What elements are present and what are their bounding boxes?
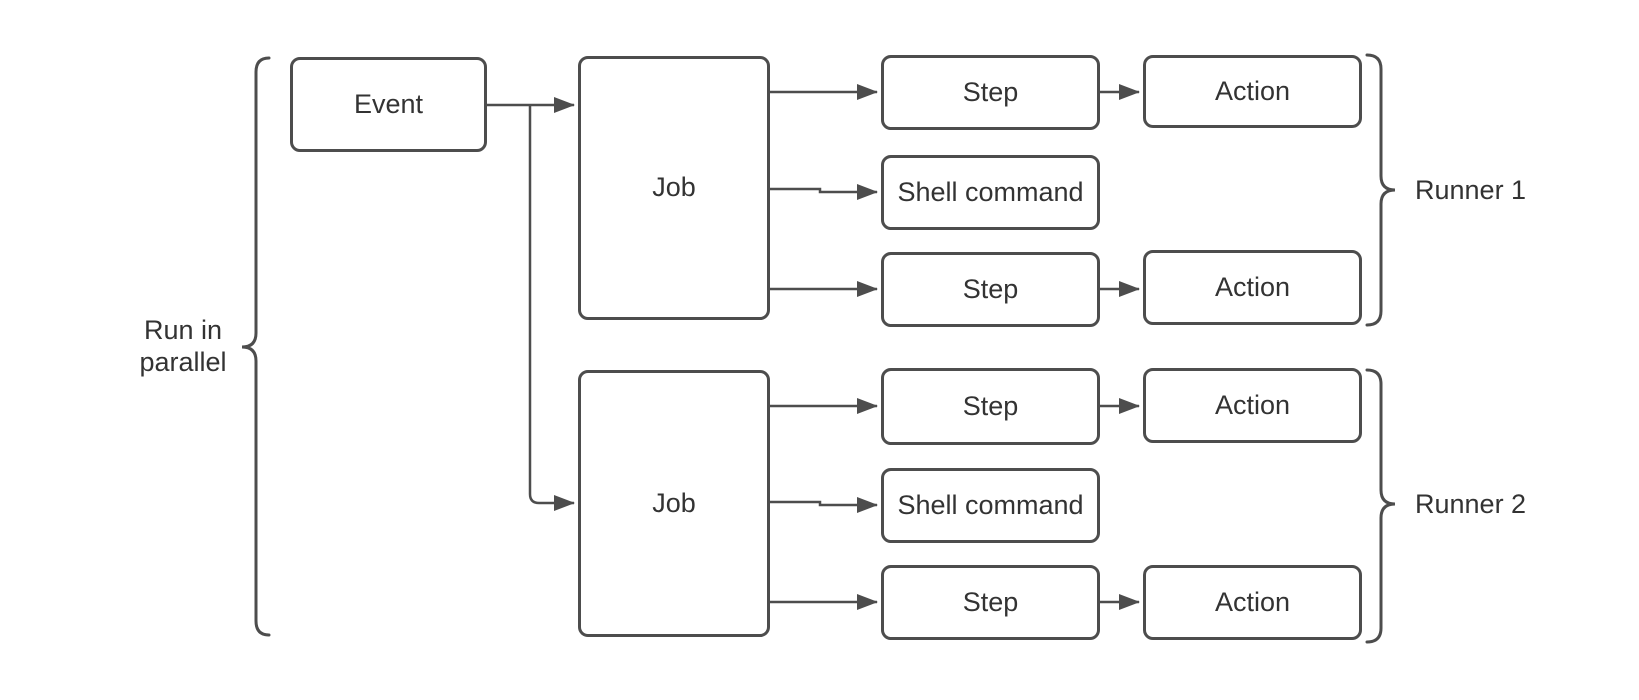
- arrow-job1-to-shell1: [770, 184, 878, 200]
- shell-command-node-1: Shell command: [881, 155, 1100, 230]
- arrow-event-to-job2: [528, 106, 575, 511]
- shell-command-node-2: Shell command: [881, 468, 1100, 543]
- action-node-1: Action: [1143, 55, 1362, 128]
- runner-2-label: Runner 2: [1415, 489, 1527, 519]
- left-brace: [241, 56, 271, 637]
- run-in-parallel-label: Run in parallel: [108, 314, 258, 378]
- job-node-1: Job: [578, 56, 770, 320]
- step-node-1: Step: [881, 55, 1100, 130]
- runner-1-brace: [1365, 53, 1396, 327]
- step-node-4: Step: [881, 565, 1100, 640]
- event-node: Event: [290, 57, 487, 152]
- runner-1-label: Runner 1: [1415, 175, 1527, 205]
- job-node-2: Job: [578, 370, 770, 637]
- step-node-3: Step: [881, 368, 1100, 445]
- run-in-parallel-line-1: Run in: [143, 315, 223, 345]
- runner-2-brace: [1365, 368, 1396, 644]
- action-node-3: Action: [1143, 368, 1362, 443]
- action-node-2: Action: [1143, 250, 1362, 325]
- step-node-2: Step: [881, 252, 1100, 327]
- arrow-job2-to-shell2: [770, 497, 878, 513]
- action-node-4: Action: [1143, 565, 1362, 640]
- run-in-parallel-line-2: parallel: [139, 347, 227, 377]
